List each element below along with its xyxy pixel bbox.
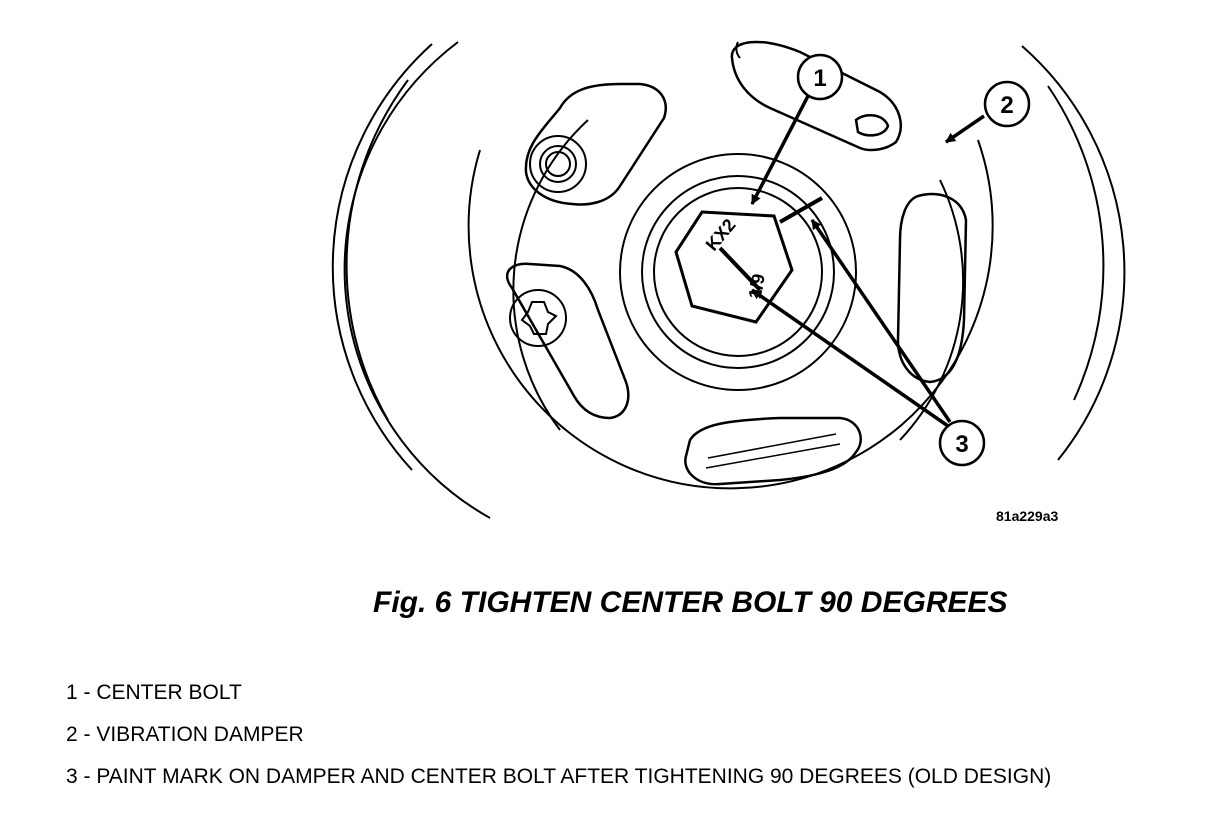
- legend-list: 1 - CENTER BOLT 2 - VIBRATION DAMPER 3 -…: [66, 680, 1051, 806]
- hub-ring-middle: [641, 175, 835, 369]
- legend-item: 1 - CENTER BOLT: [66, 681, 242, 704]
- paint-marks: [718, 196, 823, 292]
- damper-diagram: KX2 1/9 1 2 3 81a229a3: [331, 40, 1126, 524]
- center-bolt-hex: [674, 210, 794, 324]
- leader-3b: [810, 219, 952, 423]
- callout-1-label: 1: [813, 65, 826, 92]
- paint-mark-bolt: [718, 246, 762, 292]
- center-bolt: KX2 1/9: [674, 210, 794, 324]
- callout-leaders: [750, 95, 985, 428]
- outer-rim-arcs: [331, 41, 1126, 519]
- callout-2: 2: [983, 80, 1031, 128]
- callout-2-label: 2: [1000, 92, 1013, 119]
- leader-1: [750, 95, 810, 205]
- upper-left-bolt: [529, 135, 587, 193]
- callout-1: 1: [796, 53, 844, 101]
- image-code: 81a229a3: [996, 508, 1059, 524]
- callout-3-label: 3: [955, 431, 968, 458]
- callout-3: 3: [938, 419, 986, 467]
- figure-caption: Fig. 6 TIGHTEN CENTER BOLT 90 DEGREES: [373, 586, 1008, 619]
- hub-ring-outer: [619, 153, 857, 391]
- lower-left-torx-bolt: [509, 289, 567, 347]
- callout-circles: 1 2 3: [796, 53, 1031, 467]
- hub-ring-inner: [653, 187, 823, 357]
- legend-item: 2 - VIBRATION DAMPER: [66, 723, 304, 746]
- leader-2: [945, 114, 985, 144]
- legend-item: 3 - PAINT MARK ON DAMPER AND CENTER BOLT…: [66, 765, 1052, 788]
- vibration-damper: [467, 119, 994, 490]
- damper-windows: [505, 40, 968, 486]
- leader-3a: [751, 288, 949, 428]
- paint-mark-damper: [779, 196, 823, 224]
